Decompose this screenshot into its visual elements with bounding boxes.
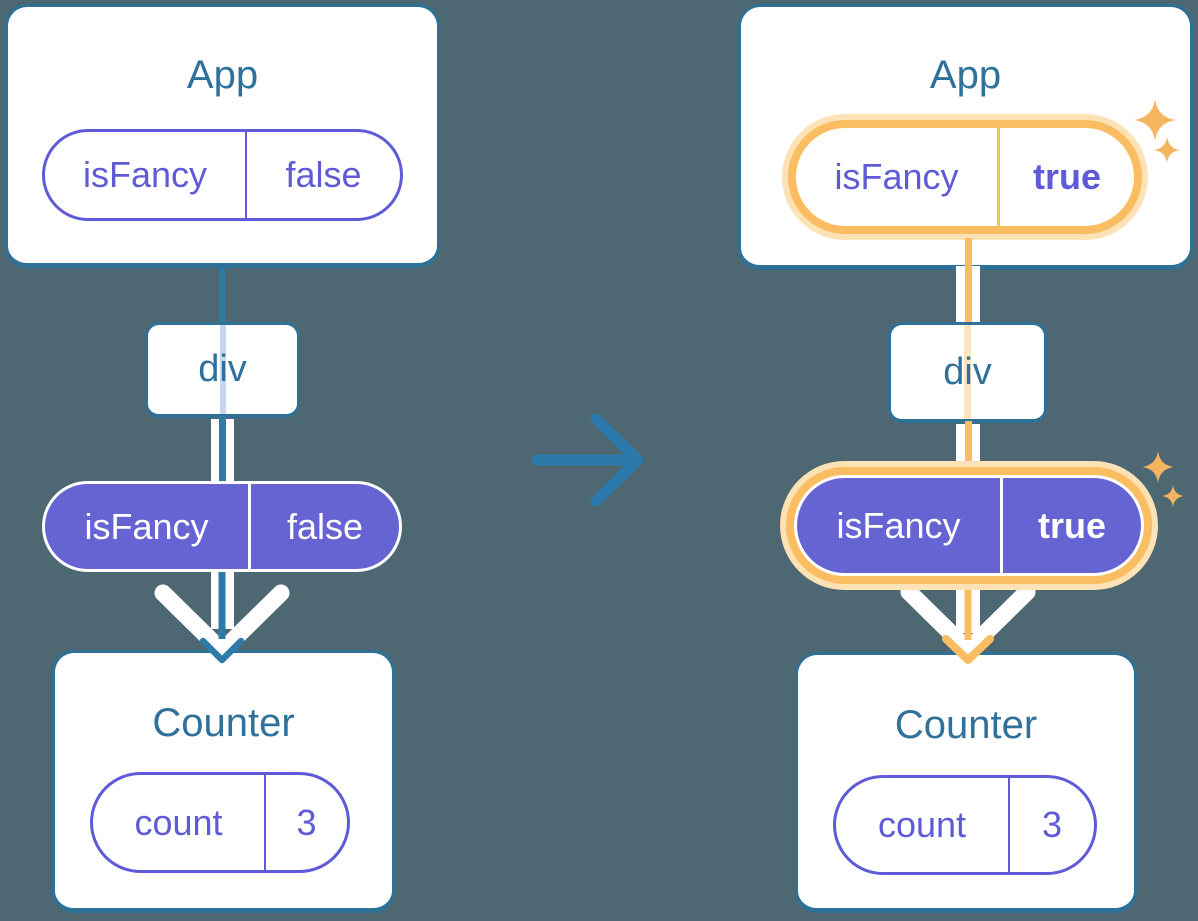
right-app-title: App bbox=[929, 53, 1002, 97]
left-app-prop-pill: isFancy false bbox=[42, 129, 403, 221]
left-passed-prop-pill: isFancy false bbox=[42, 481, 402, 572]
pill-divider bbox=[1008, 778, 1010, 872]
right-app-card: App isFancy true bbox=[738, 4, 1193, 270]
transition-arrow-icon bbox=[531, 413, 644, 507]
right-counter-state-pill: count 3 bbox=[833, 775, 1097, 875]
sparkle-icon bbox=[1142, 451, 1174, 483]
right-passed-prop-pill-highlighted: isFancy true bbox=[786, 467, 1152, 584]
left-div-label: div bbox=[198, 348, 247, 390]
pill-divider bbox=[245, 132, 247, 218]
state-value-label: 3 bbox=[1041, 804, 1063, 845]
right-counter-title: Counter bbox=[894, 703, 1038, 747]
sparkle-icon bbox=[1154, 137, 1180, 163]
prop-key-label: isFancy bbox=[834, 156, 959, 197]
sparkle-icon-group-top bbox=[1134, 99, 1180, 163]
right-div-label: div bbox=[943, 350, 992, 393]
left-app-card: App isFancy false bbox=[5, 4, 440, 268]
state-key-label: count bbox=[134, 801, 223, 843]
state-key-label: count bbox=[877, 804, 967, 845]
right-div-card: div bbox=[888, 322, 1047, 423]
left-counter-state-pill: count 3 bbox=[90, 772, 350, 873]
left-down-arrow bbox=[154, 571, 290, 664]
prop-value-label: true bbox=[1032, 156, 1101, 197]
sparkle-icon-group-bottom bbox=[1142, 451, 1184, 507]
prop-value-label: true bbox=[1037, 504, 1106, 546]
right-app-prop-pill-highlighted: isFancy true bbox=[788, 120, 1142, 234]
sparkle-icon bbox=[1134, 99, 1176, 141]
pill-divider bbox=[248, 484, 251, 569]
pill-divider bbox=[997, 128, 1000, 226]
sparkle-icon bbox=[1162, 485, 1184, 507]
prop-key-label: isFancy bbox=[84, 505, 209, 547]
left-app-to-div-line bbox=[219, 262, 225, 324]
arrow-head-icon bbox=[199, 637, 245, 664]
pill-divider bbox=[1000, 478, 1003, 573]
right-div-pass-through-line bbox=[964, 325, 971, 419]
right-prop-flow-core bbox=[965, 421, 972, 479]
left-div-card: div bbox=[145, 322, 300, 418]
prop-value-label: false bbox=[286, 505, 364, 547]
left-app-title: App bbox=[186, 53, 259, 97]
left-counter-title: Counter bbox=[152, 701, 295, 745]
prop-value-label: false bbox=[285, 154, 362, 195]
left-div-pass-through-line bbox=[219, 325, 226, 414]
left-prop-flow-core bbox=[219, 416, 226, 482]
pill-divider bbox=[264, 775, 266, 870]
white-chevron-icon bbox=[900, 583, 1036, 659]
state-value-label: 3 bbox=[296, 801, 317, 843]
right-down-arrow bbox=[900, 583, 1036, 664]
arrow-head-icon bbox=[942, 635, 994, 664]
left-counter-card: Counter count 3 bbox=[52, 650, 395, 913]
white-chevron-icon bbox=[154, 584, 290, 660]
prop-key-label: isFancy bbox=[82, 154, 208, 195]
right-prop-flow-core bbox=[965, 238, 972, 322]
right-counter-card: Counter count 3 bbox=[795, 652, 1137, 913]
prop-key-label: isFancy bbox=[836, 504, 961, 546]
